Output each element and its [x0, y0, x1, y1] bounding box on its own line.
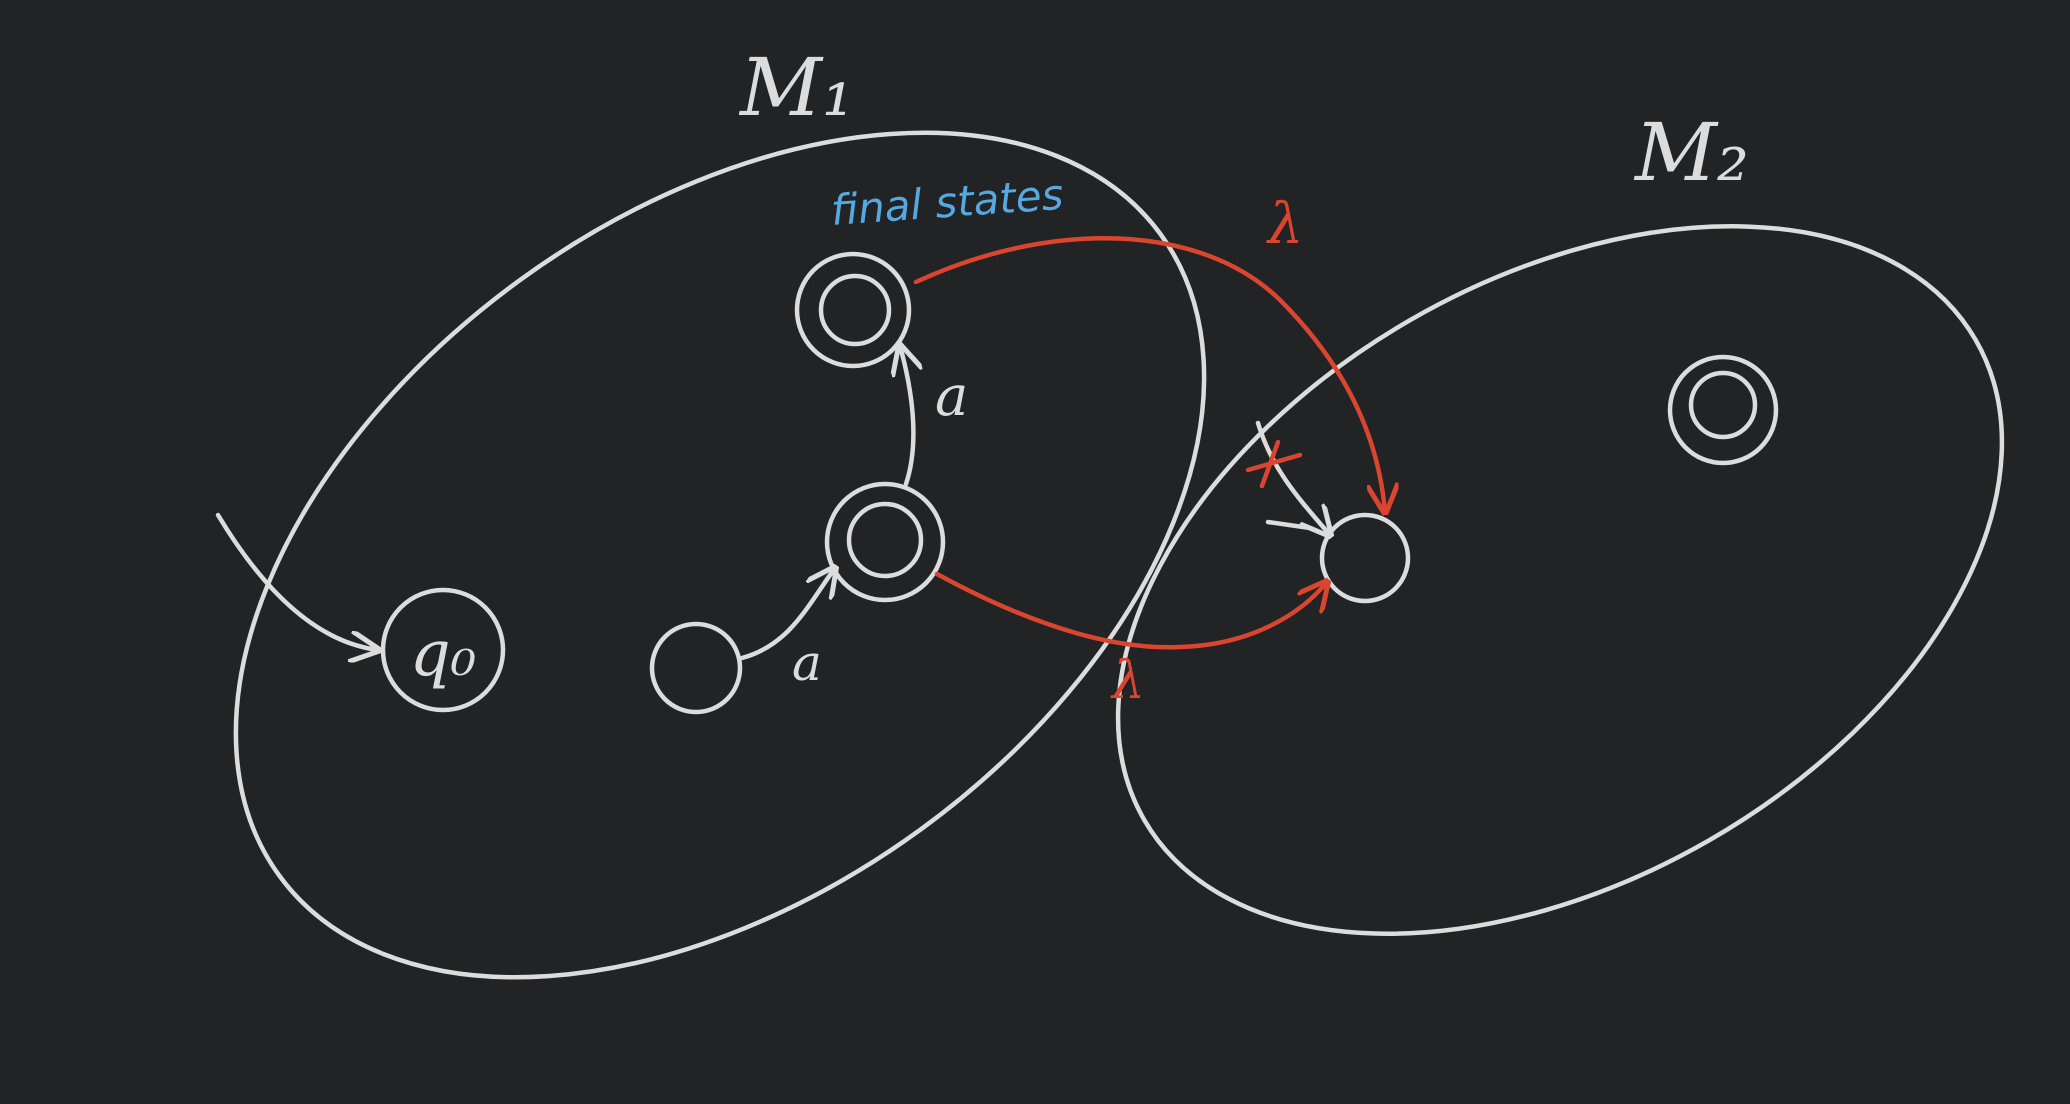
- transition-lambda-lower: [934, 571, 1327, 650]
- transition-m1-lower: [739, 568, 835, 661]
- state-m1-final-lower: [824, 481, 946, 603]
- machine2-label: M₂: [1633, 106, 1749, 199]
- m2-start-arrow-tick: [1265, 519, 1313, 531]
- machine1-boundary: [233, 130, 1207, 980]
- m2-start-arrow-crossed: [1255, 420, 1330, 535]
- inner-ring: [818, 273, 892, 347]
- transition-lambda-upper-label: λ: [1266, 192, 1304, 257]
- cross-out-mark: [1245, 439, 1303, 489]
- machine2-boundary: [1115, 224, 2005, 936]
- transition-lambda-upper: [913, 236, 1385, 512]
- state-q0-circle: [380, 587, 506, 713]
- transition-m1-upper-label: a: [935, 364, 968, 429]
- machine1-label: M₁: [738, 41, 854, 134]
- transition-m1-lower-label: a: [792, 634, 822, 692]
- state-m2-start: [1319, 512, 1411, 604]
- transition-m1-upper: [900, 346, 913, 487]
- inner-ring: [1688, 370, 1758, 440]
- inner-ring: [846, 501, 924, 579]
- start-arrow: [215, 512, 378, 650]
- outer-ring: [1667, 354, 1779, 466]
- state-q0-label: q₀: [410, 617, 477, 691]
- final-states-annotation: final states: [829, 170, 1065, 235]
- state-m1-final-upper: [794, 251, 912, 369]
- state-m1-intermediate: [649, 621, 743, 715]
- outer-ring: [824, 481, 946, 603]
- state-q0: q₀: [380, 587, 506, 713]
- outer-ring: [794, 251, 912, 369]
- state-m2-final: [1667, 354, 1779, 466]
- transition-lambda-lower-label: λ: [1110, 651, 1145, 711]
